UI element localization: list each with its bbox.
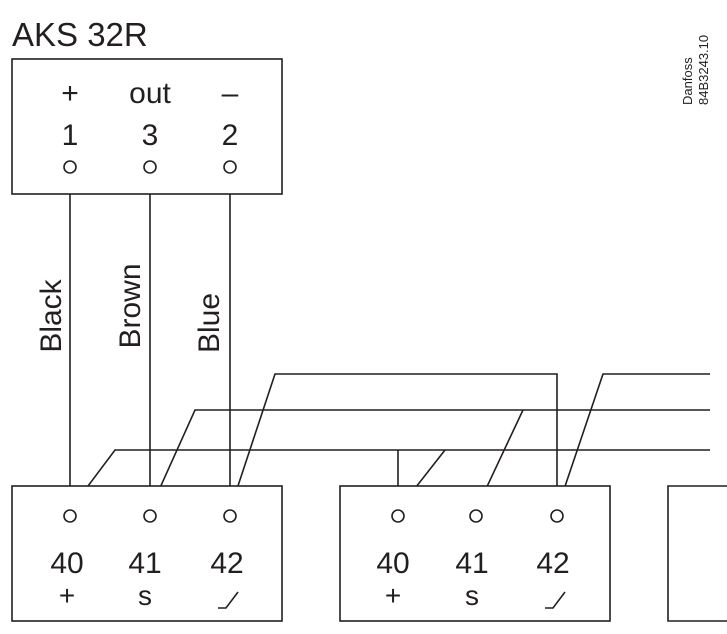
- wire-label-black: Black: [35, 278, 68, 352]
- controller-2-terminal-40-symbol: +: [385, 580, 401, 611]
- wire-label-brown: Brown: [114, 263, 147, 348]
- controller-2-switch-icon: [545, 591, 566, 609]
- wire-label-blue: Blue: [193, 293, 226, 353]
- controller-1-terminal-40: [63, 509, 77, 523]
- controller-1-terminal-41-number: 41: [128, 547, 161, 580]
- controller-1-terminal-40-number: 40: [50, 547, 83, 580]
- sensor-terminal-2: [223, 160, 237, 174]
- controller-2-terminal-42: [550, 509, 564, 523]
- sensor-pin-3-number: 3: [142, 119, 159, 152]
- controller-1-box: [11, 485, 283, 622]
- bus-line-42: [229, 373, 558, 511]
- sensor-title: AKS 32R: [12, 16, 148, 53]
- sensor-pin-2-number: 2: [222, 119, 239, 152]
- bus-line-41: [149, 409, 710, 511]
- controller-2-terminal-40-number: 40: [376, 547, 409, 580]
- controller-2-terminal-41-number: 41: [455, 547, 488, 580]
- controller-2-terminal-41-symbol: s: [465, 580, 479, 611]
- sensor-terminal-1: [63, 160, 77, 174]
- branch-42-continue: [556, 373, 710, 511]
- controller-2-box: [339, 485, 611, 622]
- sensor-pin-1-sign: +: [61, 77, 79, 110]
- vendor-brand: Danfoss: [680, 57, 695, 105]
- sensor-terminal-3: [143, 160, 157, 174]
- controller-1-terminal-41: [143, 509, 157, 523]
- controller-1-terminal-42: [223, 509, 237, 523]
- controller-3-box-partial: [667, 485, 727, 622]
- controller-1-terminal-40-symbol: +: [59, 580, 75, 611]
- controller-1-terminal-42-number: 42: [210, 547, 243, 580]
- controller-1-terminal-41-symbol: s: [138, 580, 152, 611]
- controller-1-switch-icon: [218, 591, 239, 609]
- vendor-code: 84B3243.10: [696, 35, 711, 105]
- controller-2-terminal-41: [469, 509, 483, 523]
- sensor-pin-1-number: 1: [62, 119, 79, 152]
- controller-2-terminal-40: [391, 509, 405, 523]
- sensor-pin-3-sign: out: [129, 77, 171, 110]
- controller-2-terminal-42-number: 42: [536, 547, 569, 580]
- sensor-pin-2-sign: –: [222, 77, 239, 110]
